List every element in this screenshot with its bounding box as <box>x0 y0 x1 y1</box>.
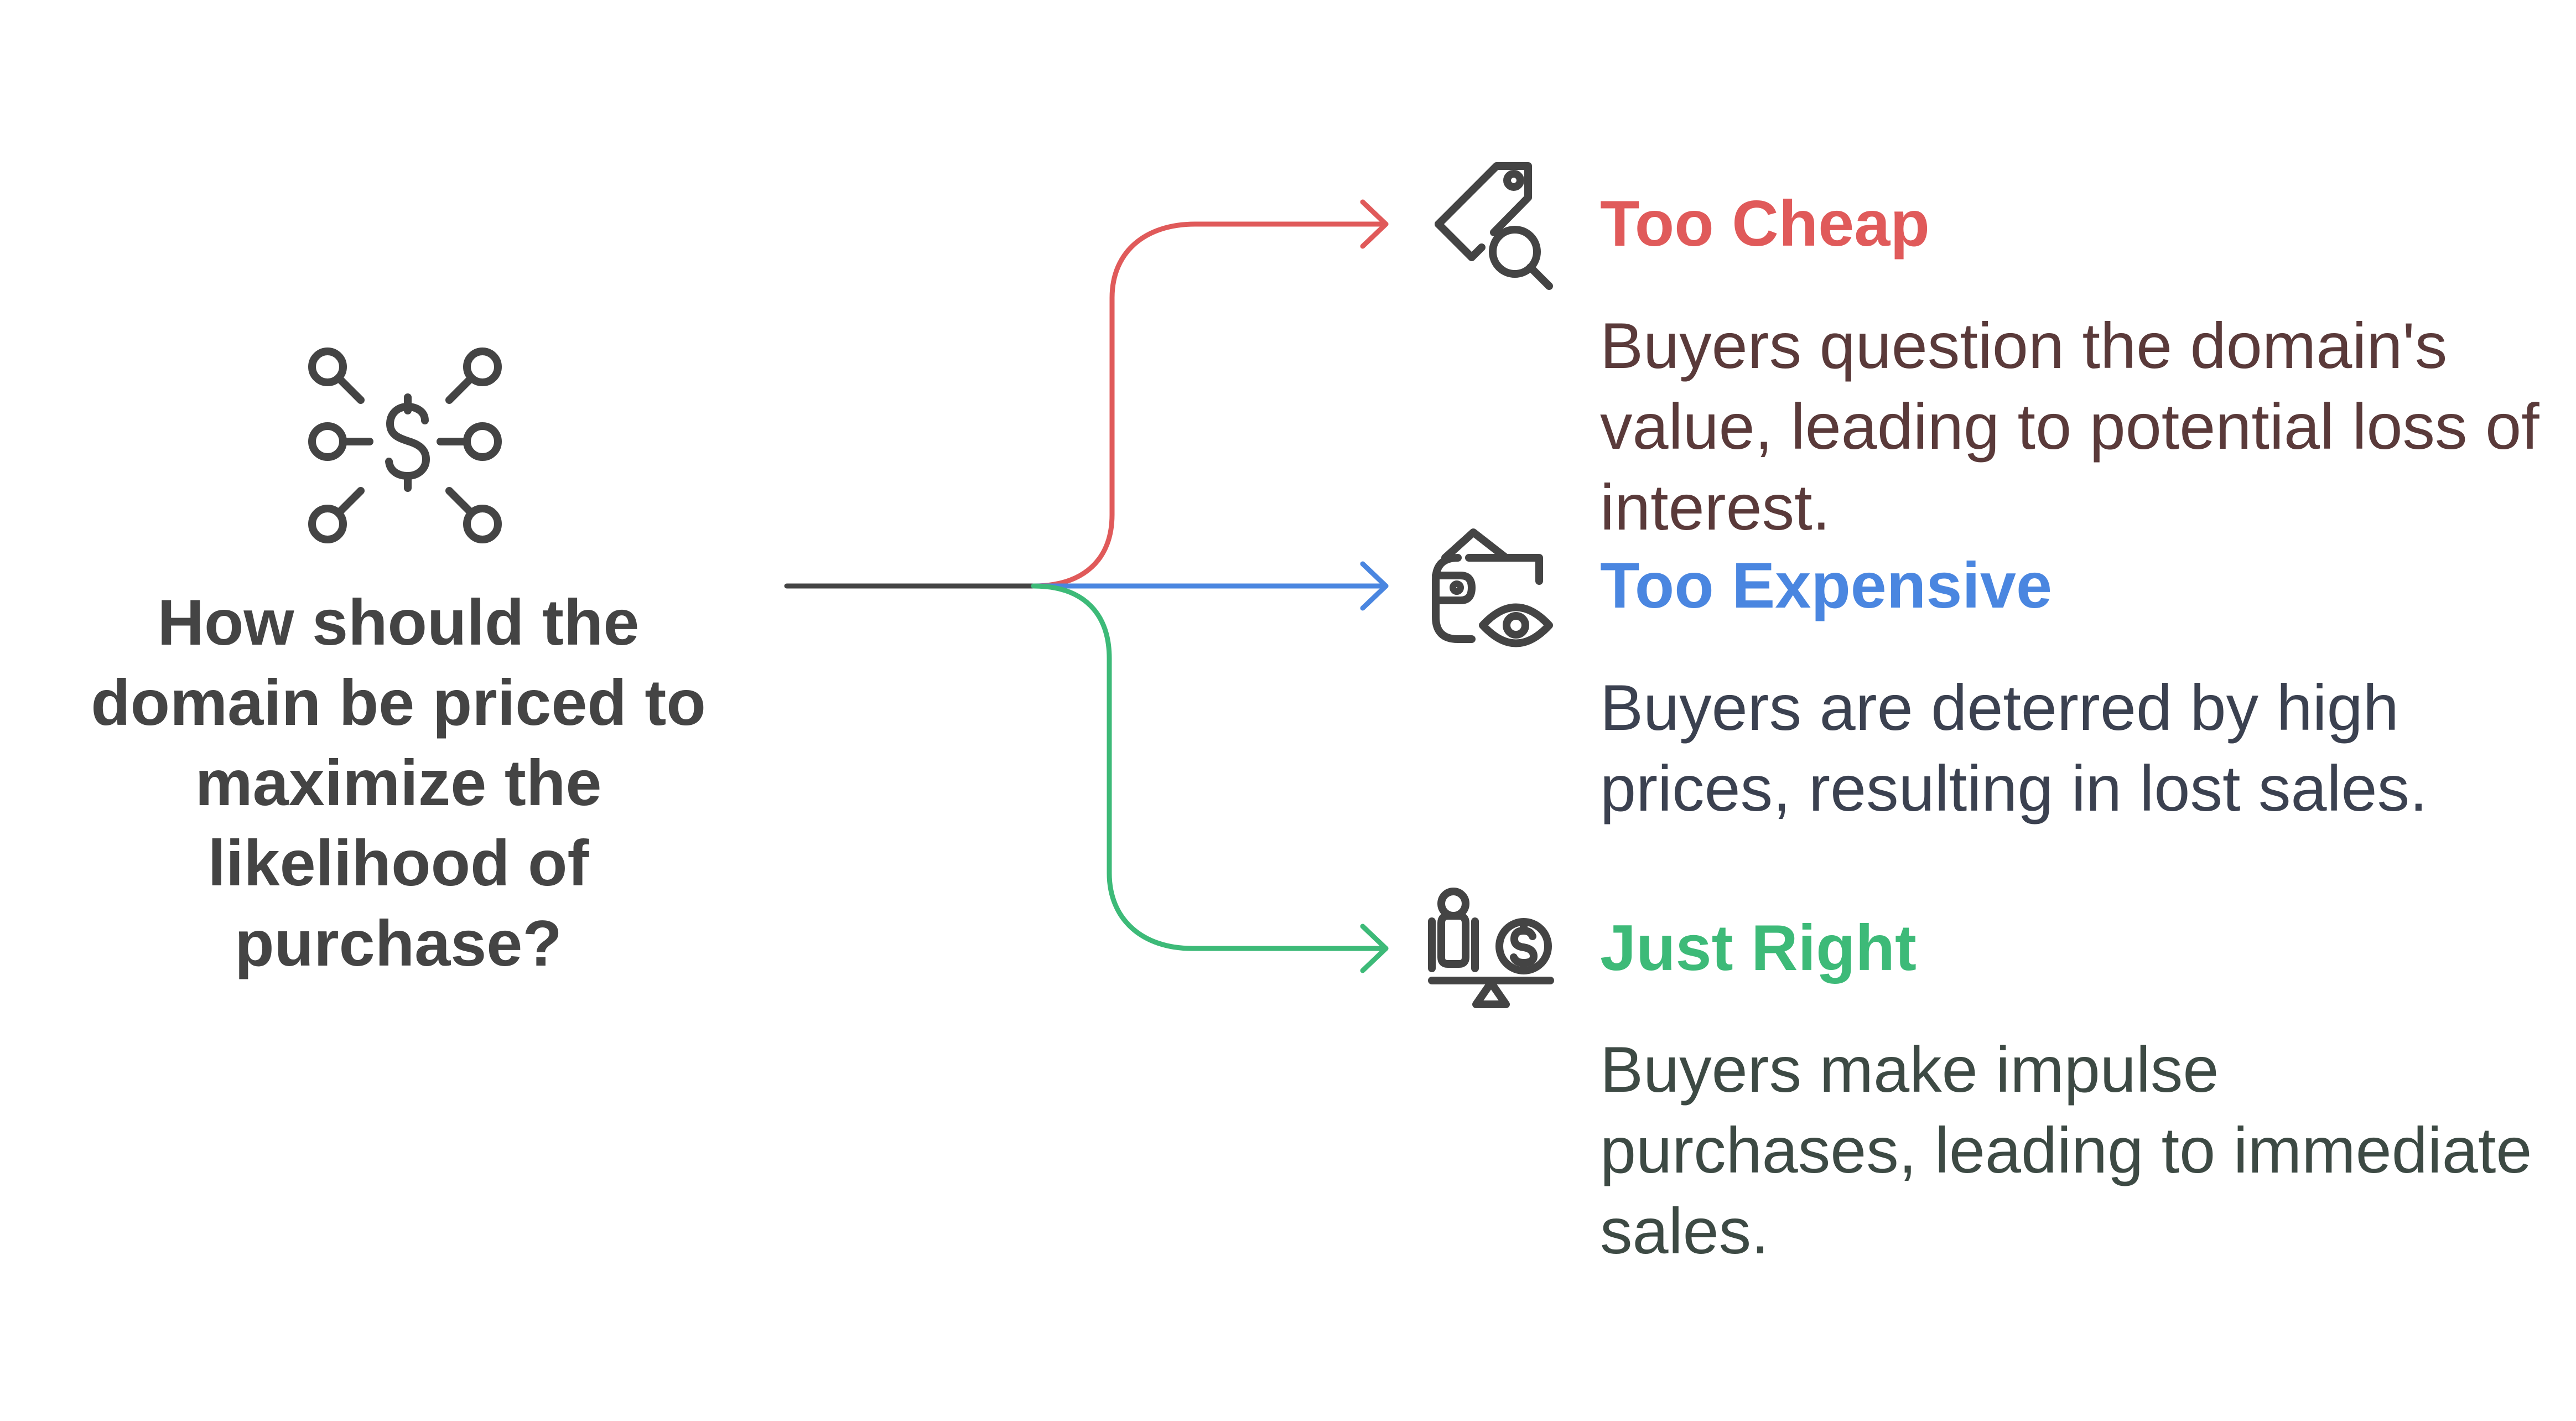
option-description-too-cheap: Buyers question the domain's value, lead… <box>1600 309 2539 543</box>
dollar-network-icon <box>308 348 502 543</box>
wallet-eye-icon <box>1432 528 1553 647</box>
person-balance-coin-icon <box>1428 888 1554 1008</box>
option-title-just-right: Just Right <box>1600 911 1917 984</box>
branch-just-right <box>1031 583 1389 973</box>
option-description-just-right: Buyers make impulse purchases, leading t… <box>1600 1033 2532 1267</box>
question-text: How should the domain be priced to maxim… <box>91 586 706 979</box>
option-title-too-cheap: Too Cheap <box>1600 187 1930 260</box>
price-tag-search-icon <box>1435 162 1553 290</box>
option-title-too-expensive: Too Expensive <box>1600 549 2053 621</box>
branch-too-expensive <box>1031 561 1389 611</box>
option-description-too-expensive: Buyers are deterred by high prices, resu… <box>1600 671 2428 824</box>
branch-too-cheap <box>1031 199 1389 589</box>
